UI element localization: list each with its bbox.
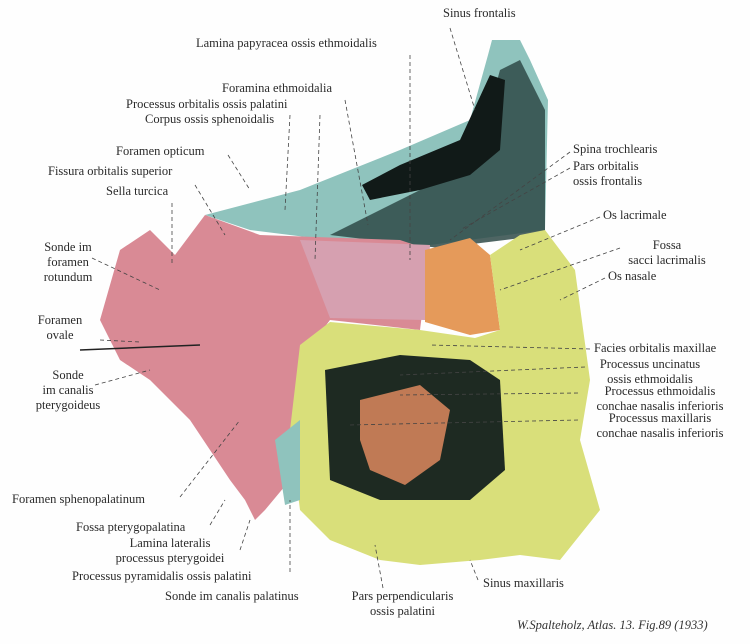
label-sonde-rotundum: Sonde im foramen rotundum: [28, 240, 108, 285]
line: Sonde: [52, 368, 84, 382]
label-os-nasale: Os nasale: [608, 269, 657, 283]
line: rotundum: [43, 270, 93, 284]
label-facies-orbitalis: Facies orbitalis maxillae: [594, 341, 717, 355]
label-sella-turcica: Sella turcica: [106, 184, 169, 198]
line: sacci lacrimalis: [628, 253, 706, 267]
label-sonde-pterygoideus: Sonde im canalis pterygoideus: [28, 368, 108, 413]
ethmoid-lamina: [300, 240, 430, 320]
label-fossa-sacci: Fossa sacci lacrimalis: [612, 238, 722, 268]
line: im canalis: [42, 383, 94, 397]
leader-lines: [91, 27, 621, 589]
label-processus-maxillaris: Processus maxillaris conchae nasalis inf…: [580, 411, 740, 441]
label-foramen-ovale: Foramen ovale: [28, 313, 92, 343]
line: ossis frontalis: [573, 174, 643, 188]
line: Pars orbitalis: [573, 159, 639, 173]
label-fossa-pterygopalatina: Fossa pterygopalatina: [76, 520, 186, 534]
label-processus-orbitalis: Processus orbitalis ossis palatini: [126, 97, 288, 111]
label-lamina-papyracea: Lamina papyracea ossis ethmoidalis: [196, 36, 377, 50]
line: Pars perpendicularis: [351, 589, 454, 603]
label-sonde-palatinus: Sonde im canalis palatinus: [165, 589, 299, 603]
frontal-sinus: [362, 75, 505, 200]
label-pars-orbitalis: Pars orbitalis ossis frontalis: [573, 159, 642, 189]
line: pterygoideus: [35, 398, 101, 412]
label-fissura-orbitalis: Fissura orbitalis superior: [48, 164, 173, 178]
label-processus-ethmoidalis: Processus ethmoidalis conchae nasalis in…: [580, 384, 740, 414]
line: Fossa: [652, 238, 682, 252]
palatine-plate: [360, 385, 450, 485]
line: conchae nasalis inferioris: [596, 426, 724, 440]
line: Sonde im: [44, 240, 92, 254]
line: Processus maxillaris: [608, 411, 712, 425]
line: Foramen: [37, 313, 83, 327]
label-sinus-frontalis: Sinus frontalis: [443, 6, 516, 20]
line: foramen: [47, 255, 89, 269]
label-corpus-sphenoidalis: Corpus ossis sphenoidalis: [145, 112, 275, 126]
line: ossis ethmoidalis: [607, 372, 693, 386]
line: Processus uncinatus: [599, 357, 701, 371]
probe: [79, 344, 201, 351]
label-processus-uncinatus: Processus uncinatus ossis ethmoidalis: [585, 357, 715, 387]
line: conchae nasalis inferioris: [596, 399, 724, 413]
os-lacrimale-shape: [425, 238, 500, 335]
label-spina-trochlearis: Spina trochlearis: [573, 142, 658, 156]
label-os-lacrimale: Os lacrimale: [603, 208, 667, 222]
label-foramen-opticum: Foramen opticum: [116, 144, 205, 158]
line: processus pterygoidei: [115, 551, 225, 565]
line: ovale: [46, 328, 74, 342]
label-pars-perpendicularis: Pars perpendicularis ossis palatini: [340, 589, 465, 619]
label-foramina-ethmoidalia: Foramina ethmoidalia: [222, 81, 333, 95]
label-sinus-maxillaris: Sinus maxillaris: [483, 576, 564, 590]
line: Lamina lateralis: [129, 536, 211, 550]
fossa-teal: [275, 420, 300, 505]
label-processus-pyramidalis: Processus pyramidalis ossis palatini: [72, 569, 252, 583]
line: ossis palatini: [370, 604, 435, 618]
label-lamina-lateralis: Lamina lateralis processus pterygoidei: [105, 536, 235, 566]
figure-credit: W.Spalteholz, Atlas. 13. Fig.89 (1933): [517, 618, 708, 632]
line: Processus ethmoidalis: [604, 384, 716, 398]
label-foramen-sphenopalatinum: Foramen sphenopalatinum: [12, 492, 145, 506]
